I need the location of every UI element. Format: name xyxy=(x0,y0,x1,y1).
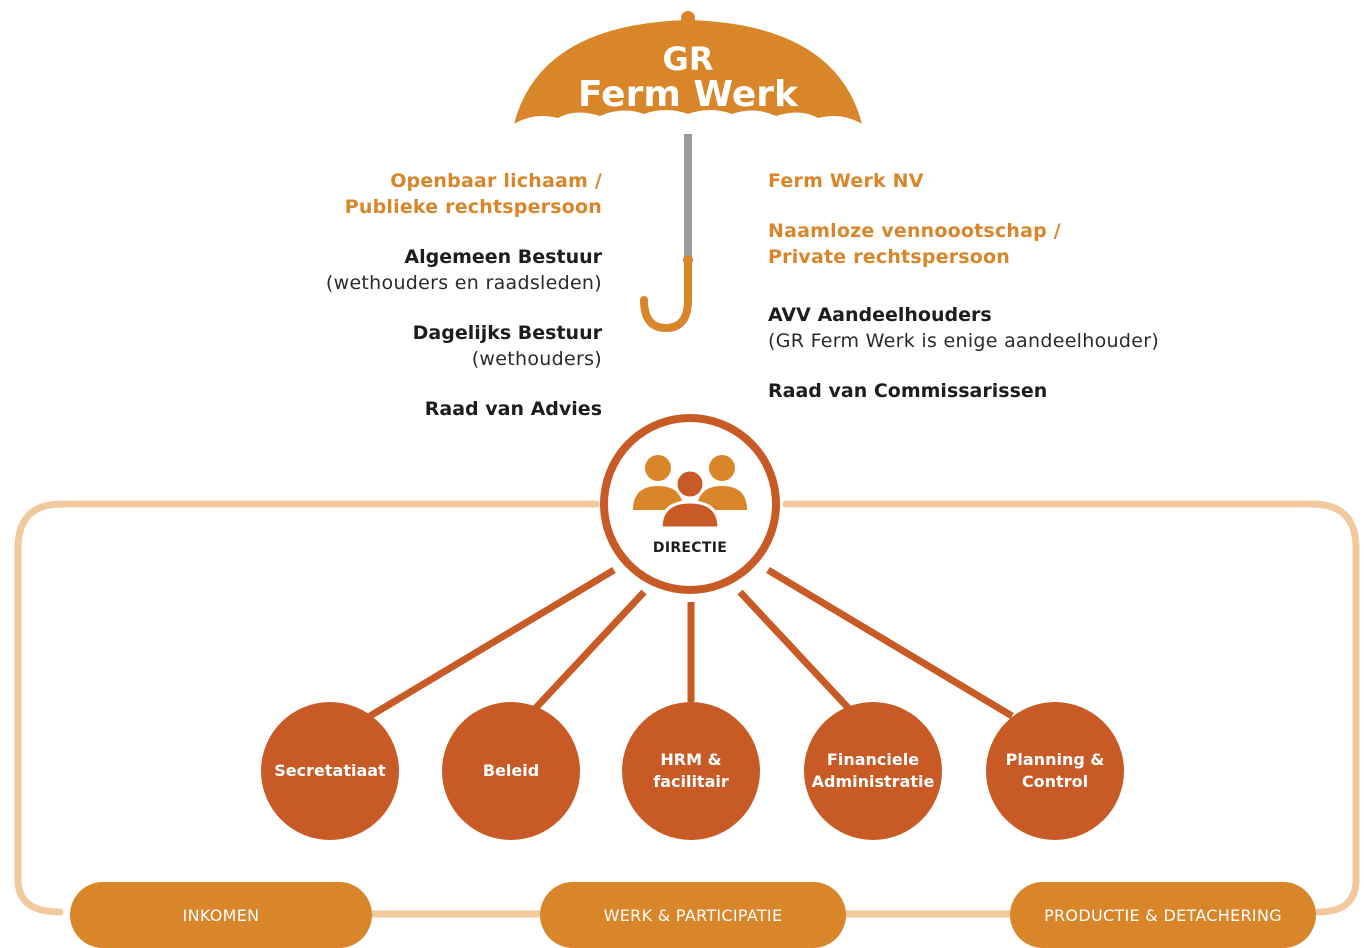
left-heading-line2: Publieke rechtspersoon xyxy=(344,196,602,218)
sector-label: INKOMEN xyxy=(182,905,260,925)
algemeen-bestuur-subtitle: (wethouders en raadsleden) xyxy=(325,272,602,294)
directie-label: DIRECTIE xyxy=(652,540,728,556)
right-subheading-line1: Naamloze vennoootschap / xyxy=(768,220,1061,242)
department-beleid: Beleid xyxy=(442,702,580,840)
outer-frame xyxy=(14,500,600,916)
department-label: Beleid xyxy=(482,761,540,780)
left-heading-line1: Openbaar lichaam / xyxy=(390,170,602,192)
right-subheading-line2: Private rechtspersoon xyxy=(768,246,1011,268)
avv-aandeelhouders-title: AVV Aandeelhouders xyxy=(768,304,992,326)
avv-aandeelhouders-subtitle: (GR Ferm Werk is enige aandeelhouder) xyxy=(768,330,1160,352)
spoke-beleid xyxy=(529,589,647,715)
sector-label: WERK & PARTICIPATIE xyxy=(603,905,783,925)
left-column: Openbaar lichaam / Publieke rechtspersoo… xyxy=(242,168,602,422)
department-label: Planning & Control xyxy=(1005,750,1105,791)
spoke-financiele xyxy=(737,589,855,715)
dagelijks-bestuur-subtitle: (wethouders) xyxy=(471,348,602,370)
spoke-secretariaat xyxy=(368,566,616,720)
right-heading: Ferm Werk NV xyxy=(768,170,924,192)
sector-productie-detachering: PRODUCTIE & DETACHERING xyxy=(1010,882,1316,948)
raad-van-commissarissen-title: Raad van Commissarissen xyxy=(768,380,1048,402)
sector-label: PRODUCTIE & DETACHERING xyxy=(1044,905,1282,925)
algemeen-bestuur-title: Algemeen Bestuur xyxy=(404,246,602,268)
spoke-planning xyxy=(766,566,1014,720)
umbrella-icon xyxy=(514,11,862,333)
right-column: Ferm Werk NV Naamloze vennoootschap / Pr… xyxy=(768,168,1208,404)
department-label: Financiele Administratie xyxy=(811,750,935,791)
department-secretatiaat: Secretatiaat xyxy=(261,702,399,840)
people-group-icon xyxy=(633,455,747,530)
department-label: HRM & facilitair xyxy=(653,750,729,791)
department-hrm-facilitair: HRM & facilitair xyxy=(622,702,760,840)
umbrella-title-line2: Ferm Werk xyxy=(578,74,798,115)
raad-van-advies-title: Raad van Advies xyxy=(424,398,602,420)
umbrella-title-line1: GR xyxy=(662,40,714,78)
department-label: Secretatiaat xyxy=(274,761,386,780)
umbrella-title: GR Ferm Werk xyxy=(560,42,816,114)
department-financiele-administratie: Financiele Administratie xyxy=(804,702,942,840)
sector-werk-participatie: WERK & PARTICIPATIE xyxy=(540,882,846,948)
department-planning-control: Planning & Control xyxy=(986,702,1124,840)
dagelijks-bestuur-title: Dagelijks Bestuur xyxy=(412,322,602,344)
outer-frame-right xyxy=(782,500,1360,916)
sector-inkomen: INKOMEN xyxy=(70,882,372,948)
